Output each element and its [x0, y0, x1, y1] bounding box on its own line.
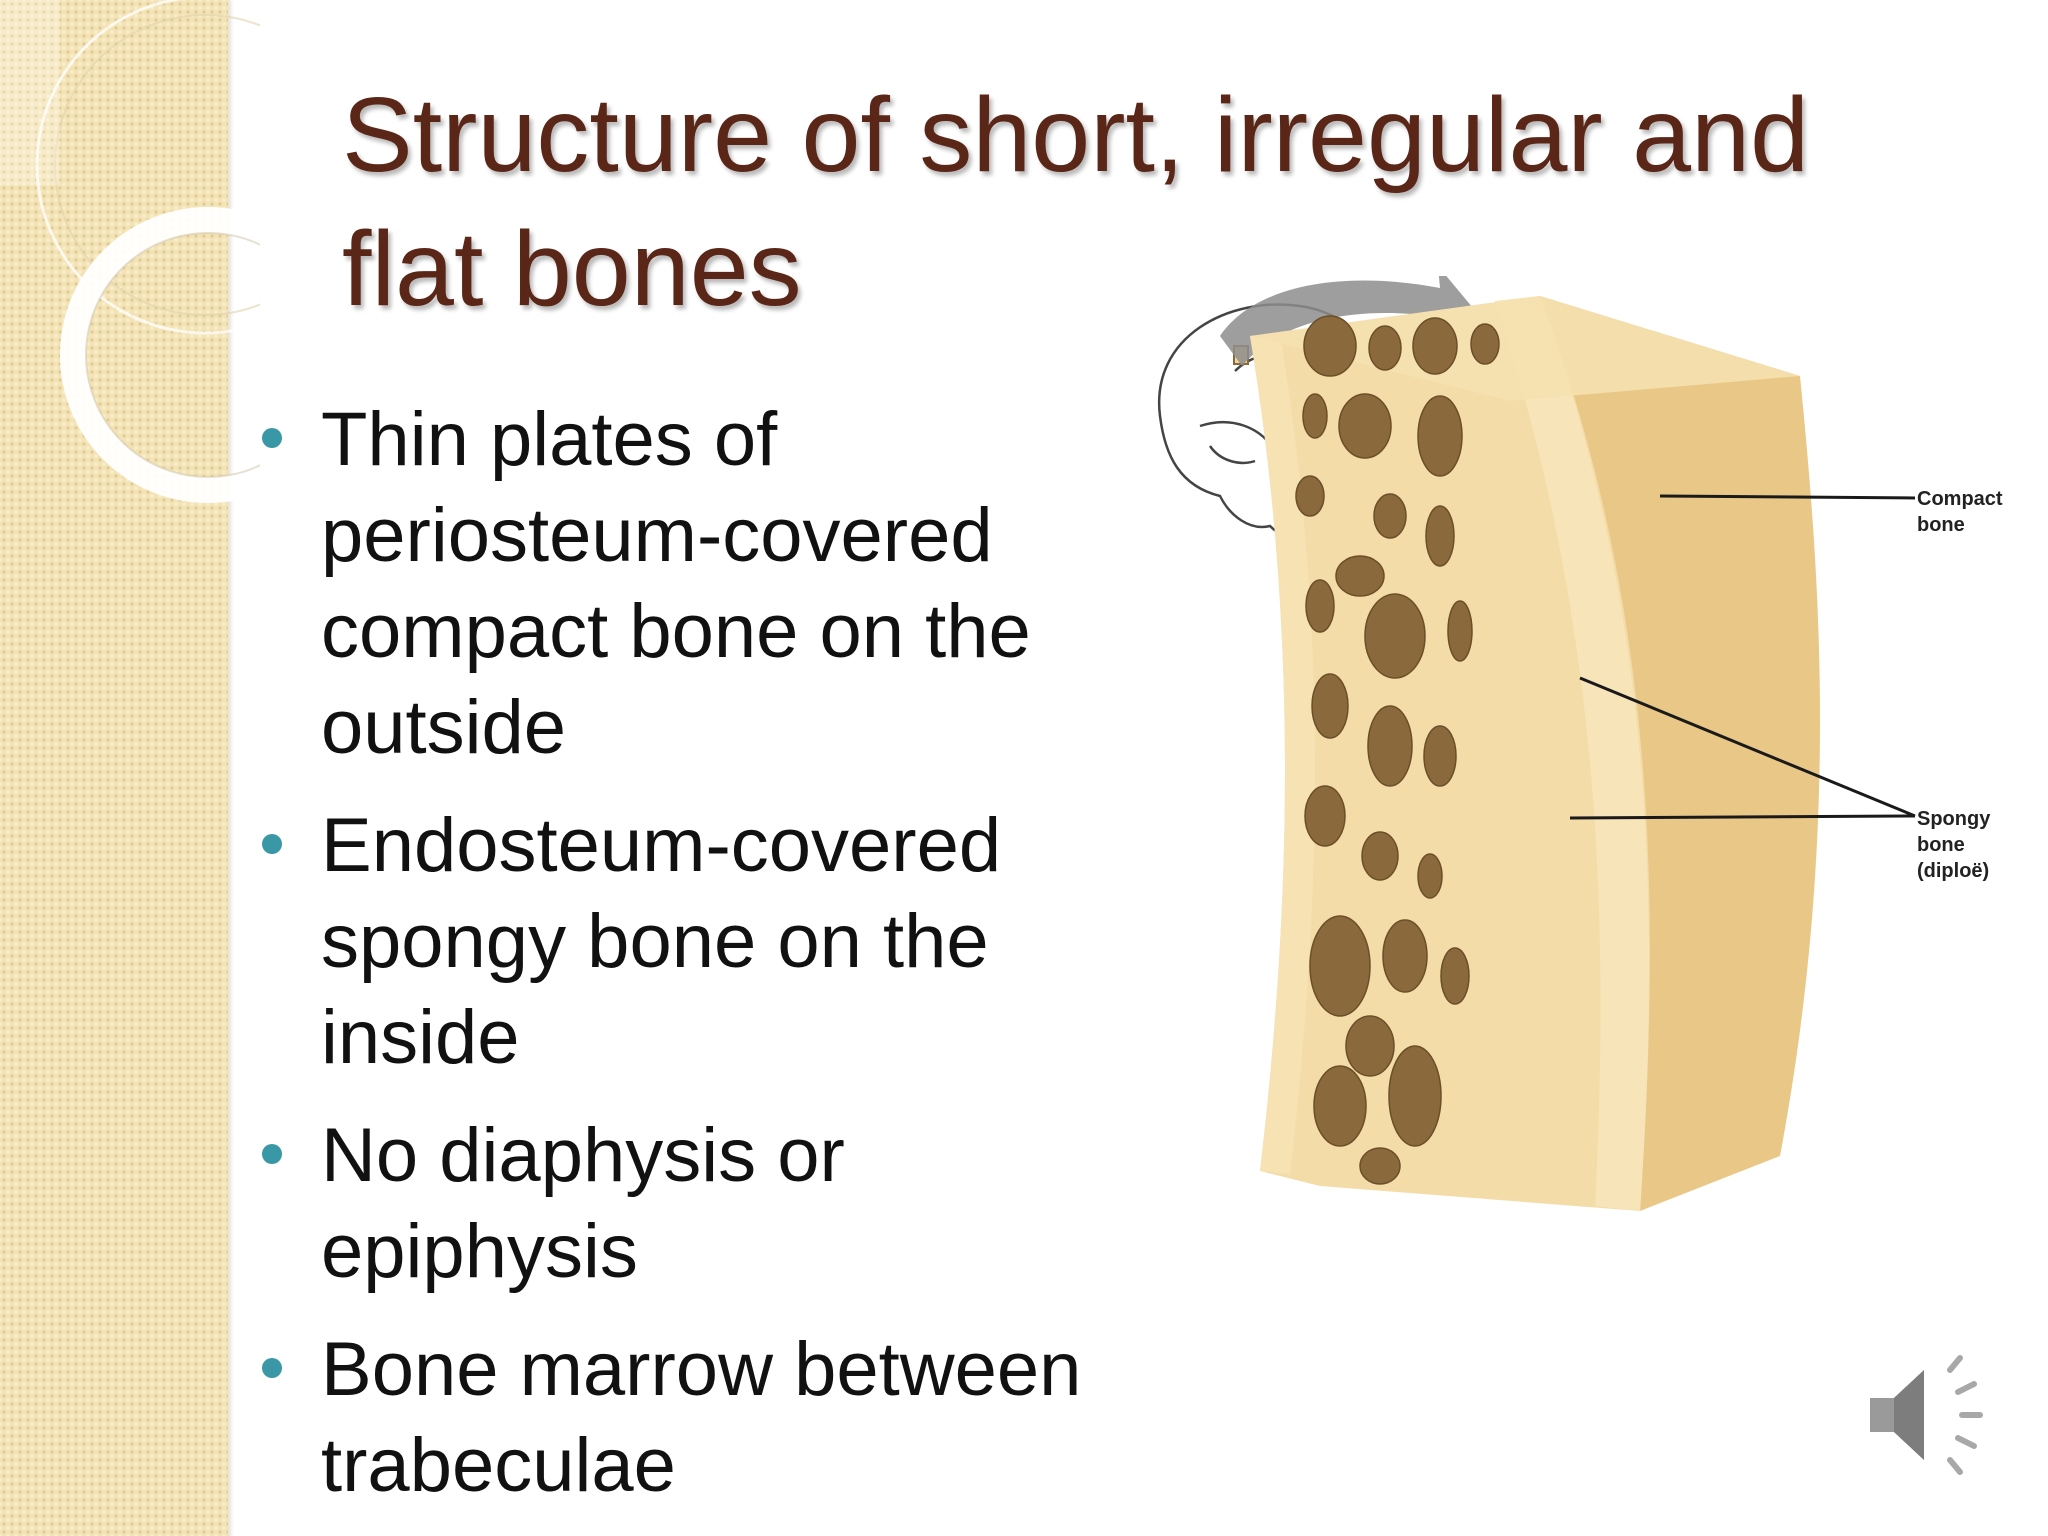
bullet-item: Endosteum-covered spongy bone on the ins… [255, 798, 1115, 1086]
bullet-dot-icon [262, 1144, 282, 1164]
bullet-list: Thin plates of periosteum-covered compac… [255, 392, 1115, 1536]
bullet-text: Bone marrow between trabeculae [321, 1327, 1082, 1508]
label-leader-lines [1569, 494, 1916, 820]
bullet-text: No diaphysis or epiphysis [321, 1113, 845, 1294]
bullet-item: Thin plates of periosteum-covered compac… [255, 392, 1115, 776]
arrow-icon [1220, 266, 1478, 366]
bullet-text: Endosteum-covered spongy bone on the ins… [321, 803, 1002, 1080]
bullet-item: Bone marrow between trabeculae [255, 1322, 1115, 1514]
bullet-item: No diaphysis or epiphysis [255, 1108, 1115, 1300]
spongy-trabeculae [1295, 315, 1500, 1185]
compact-bone-label: Compact bone [1917, 488, 2003, 536]
slide-title: Structure of short, irregular and flat b… [342, 76, 1810, 328]
spongy-bone-label: Spongy bone (diploë) [1917, 808, 1991, 882]
bullet-dot-icon [262, 1358, 282, 1378]
speaker-volume-icon[interactable] [1862, 1350, 2002, 1480]
decorative-rings [0, 0, 260, 503]
bullet-dot-icon [262, 428, 282, 448]
bullet-text: Thin plates of periosteum-covered compac… [321, 397, 1031, 770]
bone-figure-svg [1157, 266, 1916, 1211]
bullet-dot-icon [262, 834, 282, 854]
flat-bone-illustration: Compact bone Spongy bone (diploë) [1140, 266, 2020, 1261]
